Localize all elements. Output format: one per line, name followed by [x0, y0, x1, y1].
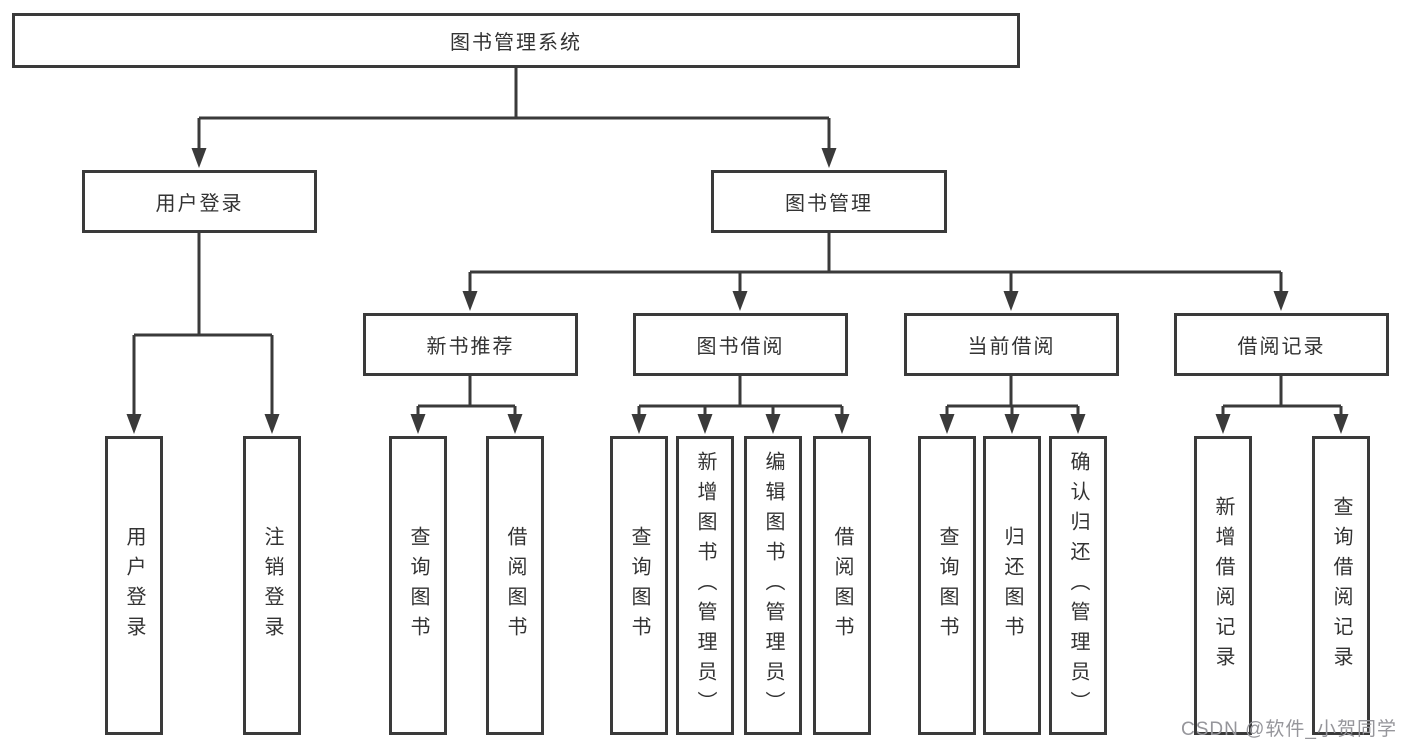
leaf-query-books-recommend: 查询图书 — [389, 436, 447, 735]
node-label: 查询图书 — [628, 525, 650, 646]
node-library-management-system: 图书管理系统 — [12, 13, 1020, 68]
leaf-user-login: 用户登录 — [105, 436, 163, 735]
node-label: 新书推荐 — [426, 336, 515, 358]
node-label: 用户登录 — [123, 525, 145, 646]
leaf-confirm-return-admin: 确认归还（管理员） — [1049, 436, 1107, 735]
node-book-borrow: 图书借阅 — [633, 313, 848, 376]
node-new-book-recommend: 新书推荐 — [363, 313, 578, 376]
leaf-logout: 注销登录 — [243, 436, 301, 735]
node-borrow-records: 借阅记录 — [1174, 313, 1389, 376]
node-user-login: 用户登录 — [82, 170, 317, 233]
leaf-query-borrow-record: 查询借阅记录 — [1312, 436, 1370, 735]
leaf-borrow-books: 借阅图书 — [813, 436, 871, 735]
node-label: 新增借阅记录 — [1212, 495, 1234, 676]
node-label: 新增图书（管理员） — [694, 450, 716, 721]
arrowheads — [126, 148, 1349, 434]
node-label: 借阅图书 — [831, 525, 853, 646]
node-label: 图书管理 — [785, 193, 873, 215]
node-current-borrow: 当前借阅 — [904, 313, 1119, 376]
node-label: 查询图书 — [407, 525, 429, 646]
leaf-edit-book-admin: 编辑图书（管理员） — [744, 436, 802, 735]
node-label: 查询借阅记录 — [1330, 495, 1352, 676]
leaf-query-books-borrow: 查询图书 — [610, 436, 668, 735]
node-label: 图书管理系统 — [450, 32, 582, 54]
node-label: 借阅记录 — [1237, 336, 1326, 358]
node-label: 确认归还（管理员） — [1067, 450, 1089, 721]
node-label: 注销登录 — [261, 525, 283, 646]
leaf-add-borrow-record: 新增借阅记录 — [1194, 436, 1252, 735]
leaf-borrow-books-recommend: 借阅图书 — [486, 436, 544, 735]
node-label: 用户登录 — [155, 193, 244, 215]
node-label: 借阅图书 — [504, 525, 526, 646]
node-label: 编辑图书（管理员） — [762, 450, 784, 721]
node-label: 归还图书 — [1001, 525, 1023, 646]
node-label: 图书借阅 — [696, 336, 785, 358]
leaf-return-book: 归还图书 — [983, 436, 1041, 735]
node-label: 查询图书 — [936, 525, 958, 646]
leaf-query-books-current: 查询图书 — [918, 436, 976, 735]
node-book-management: 图书管理 — [711, 170, 947, 233]
csdn-watermark: CSDN @软件_小贺同学 — [1181, 719, 1397, 740]
leaf-add-book-admin: 新增图书（管理员） — [676, 436, 734, 735]
node-label: 当前借阅 — [967, 336, 1056, 358]
